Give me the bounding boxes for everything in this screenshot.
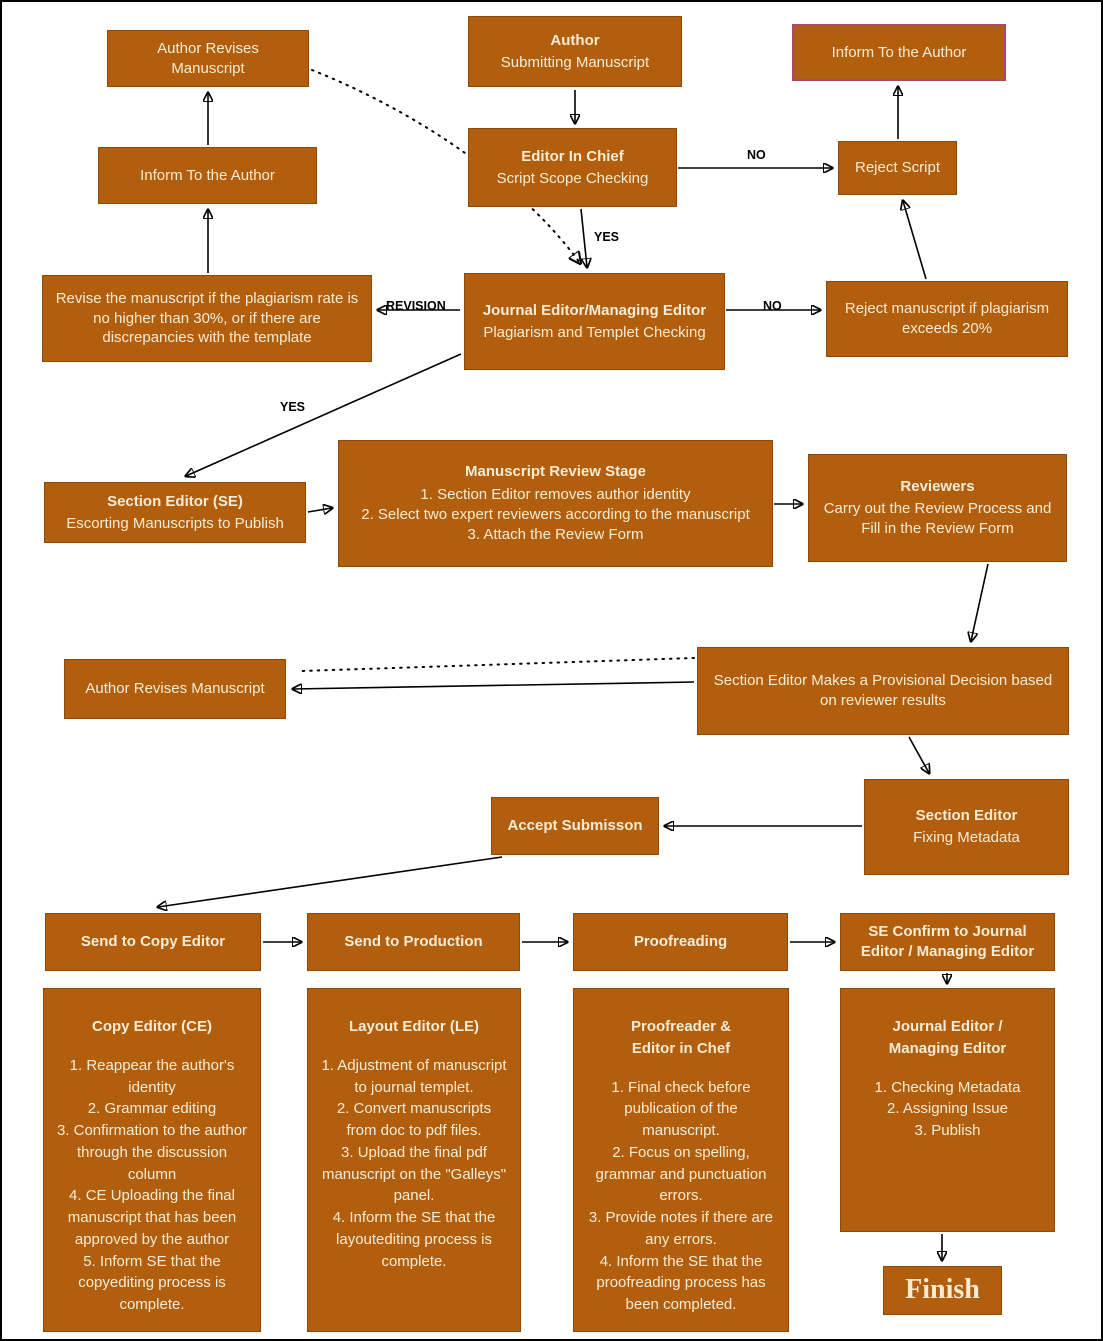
node-label: Author Revises Manuscript [85, 680, 265, 698]
node-subtitle: Fixing Metadata [913, 829, 1020, 846]
node-title: Section Editor (SE) [107, 492, 243, 510]
node-title: Section Editor [915, 807, 1018, 825]
node-title: Copy Editor (CE) [92, 1018, 212, 1035]
node-author-revises-manuscript-top: Author Revises Manuscript [107, 30, 309, 87]
node-subtitle: Submitting Manuscript [500, 53, 650, 71]
node-send-to-copy-editor: Send to Copy Editor [45, 913, 261, 971]
node-body: 1. Reappear the author's identity 2. Gra… [56, 1056, 248, 1313]
node-subtitle: Script Scope Checking [496, 169, 649, 187]
node-label: Section Editor Makes a Provisional Decis… [713, 672, 1053, 709]
node-title: Journal Editor / Managing Editor [888, 1018, 1007, 1057]
node-manuscript-review-stage: Manuscript Review Stage 1. Section Edito… [338, 440, 773, 567]
edge-label-no-top: NO [747, 148, 766, 162]
arrow-eic-to-journal-editor [580, 208, 587, 267]
node-accept-submission: Accept Submisson [491, 797, 659, 855]
node-title: Proofreader & Editor in Chef [630, 1018, 732, 1057]
arrow-reject-ms-to-reject-script [903, 201, 927, 280]
node-title: Reviewers [900, 478, 975, 496]
node-label: Reject Script [854, 159, 941, 177]
node-revise-manuscript-condition: Revise the manuscript if the plagiarism … [42, 275, 372, 362]
node-body: 1. Checking Metadata 2. Assigning Issue … [874, 1078, 1021, 1140]
arrow-se-to-review-stage [307, 508, 332, 512]
node-inform-to-the-author-left: Inform To the Author [98, 147, 317, 204]
node-body: 1. Adjustment of manuscript to journal t… [321, 1056, 507, 1270]
node-provisional-decision: Section Editor Makes a Provisional Decis… [697, 647, 1069, 735]
node-inform-to-the-author-top: Inform To the Author [792, 24, 1006, 81]
node-subtitle: Escorting Manuscripts to Publish [66, 514, 284, 532]
edge-label-yes-mid: YES [280, 400, 306, 414]
node-section-editor-fixing-metadata: Section Editor Fixing Metadata [864, 779, 1069, 875]
arrow-decision-to-author-revises [293, 681, 695, 689]
node-label: Accept Submisson [507, 817, 643, 835]
node-title: Layout Editor (LE) [349, 1018, 479, 1035]
node-title: Manuscript Review Stage [465, 463, 646, 481]
node-journal-editor-detail: Journal Editor / Managing Editor 1. Chec… [840, 988, 1055, 1232]
node-author-revises-manuscript-mid: Author Revises Manuscript [64, 659, 286, 719]
edge-label-no-mid: NO [763, 299, 782, 313]
node-label: Inform To the Author [831, 43, 967, 61]
node-title: Editor In Chief [521, 147, 624, 165]
node-section-editor-se: Section Editor (SE) Escorting Manuscript… [44, 482, 306, 543]
arrow-decision-to-fixing [908, 736, 929, 773]
node-send-to-production: Send to Production [307, 913, 520, 971]
edge-label-yes-top: YES [594, 230, 620, 244]
node-reject-manuscript-plagiarism: Reject manuscript if plagiarism exceeds … [826, 281, 1068, 357]
node-title: Journal Editor/Managing Editor [482, 301, 707, 319]
node-proofreader-detail: Proofreader & Editor in Chef 1. Final ch… [573, 988, 789, 1332]
node-label: Reject manuscript if plagiarism exceeds … [844, 300, 1050, 337]
node-subtitle: Plagiarism and Templet Checking [483, 323, 706, 341]
node-reviewers: Reviewers Carry out the Review Process a… [808, 454, 1067, 562]
node-label: Proofreading [633, 933, 728, 951]
line-decision-dotted [301, 657, 695, 672]
node-label: Send to Copy Editor [80, 933, 226, 951]
node-reject-script: Reject Script [838, 141, 957, 195]
node-layout-editor-detail: Layout Editor (LE) 1. Adjustment of manu… [307, 988, 521, 1332]
node-subtitle: Carry out the Review Process and Fill in… [823, 500, 1052, 537]
node-se-confirm-to-journal-editor: SE Confirm to Journal Editor / Managing … [840, 913, 1055, 971]
node-label: SE Confirm to Journal Editor / Managing … [860, 923, 1035, 960]
node-label: Send to Production [344, 933, 483, 951]
node-proofreading: Proofreading [573, 913, 788, 971]
arrow-reviewers-to-decision [971, 563, 989, 641]
node-label: Revise the manuscript if the plagiarism … [55, 289, 359, 347]
node-label: Finish [905, 1274, 980, 1306]
node-finish: Finish [883, 1266, 1002, 1315]
node-editor-in-chief: Editor In Chief Script Scope Checking [468, 128, 677, 207]
node-label: Author Revises Manuscript [157, 39, 259, 77]
node-title: Author [550, 31, 600, 49]
arrow-accept-to-copyeditor [158, 856, 503, 907]
node-author-submitting-manuscript: Author Submitting Manuscript [468, 16, 682, 87]
node-body: 1. Section Editor removes author identit… [361, 486, 750, 543]
node-journal-editor-managing-editor: Journal Editor/Managing Editor Plagiaris… [464, 273, 725, 370]
node-label: Inform To the Author [140, 166, 275, 184]
node-body: 1. Final check before publication of the… [588, 1078, 774, 1314]
node-copy-editor-detail: Copy Editor (CE) 1. Reappear the author'… [43, 988, 261, 1332]
edge-label-revision: REVISION [386, 299, 446, 313]
